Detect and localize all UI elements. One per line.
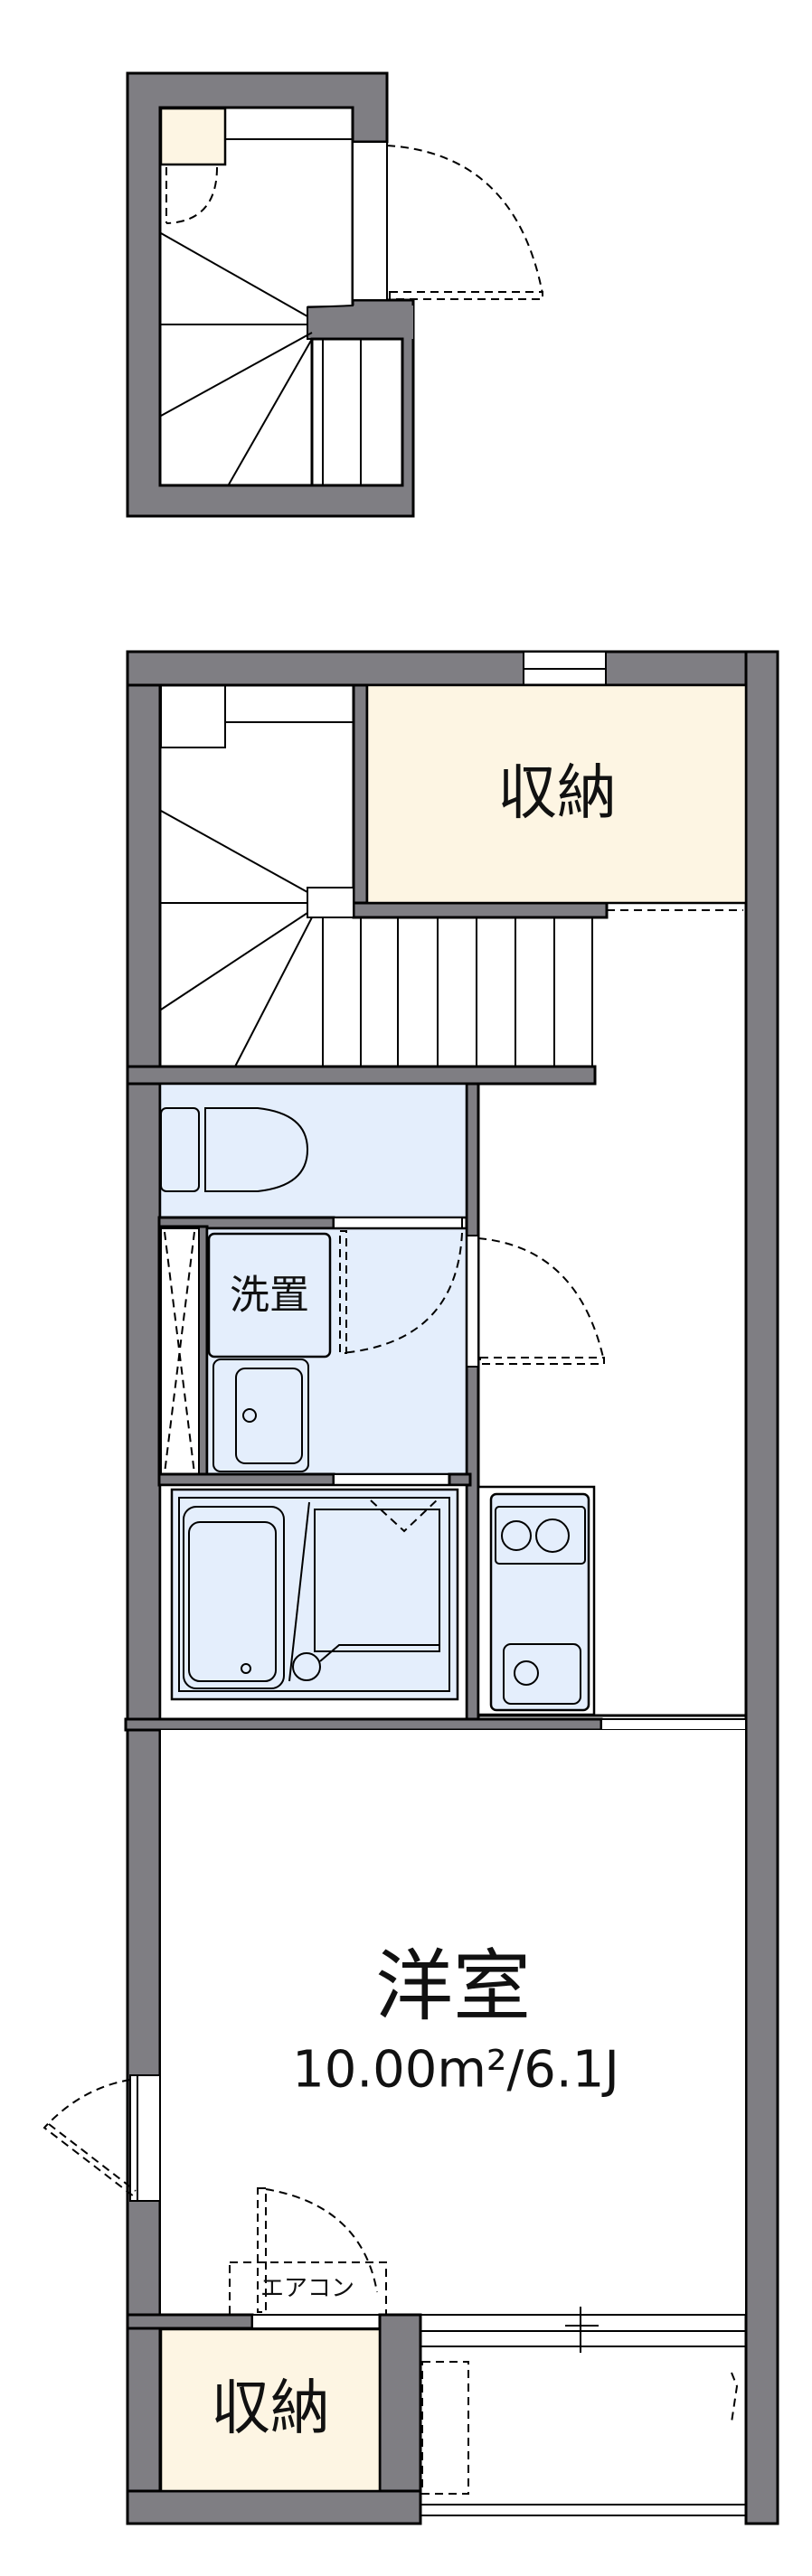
room-area-label: 10.00m²/6.1J xyxy=(292,2041,619,2100)
stairs-main xyxy=(160,684,593,1067)
storage-lower-label: 収納 xyxy=(211,2374,330,2443)
storage-upper-label: 収納 xyxy=(497,758,617,828)
toilet-bowl-icon xyxy=(204,1107,309,1192)
upper-block xyxy=(126,71,543,518)
air-conditioner-label: エアコン xyxy=(260,2275,354,2302)
closet-strip xyxy=(160,1227,200,1478)
stairs-upper xyxy=(160,232,362,485)
side-window xyxy=(129,2074,161,2202)
balcony xyxy=(420,2307,746,2516)
washbasin-icon xyxy=(212,1359,309,1472)
main-block: 収納 xyxy=(42,650,779,2525)
entrance-door-swing xyxy=(386,145,543,295)
washer-space xyxy=(207,1232,332,1359)
entrance-door-opening xyxy=(352,141,388,301)
bathtub-icon xyxy=(183,1506,285,1689)
kitchen-sink-icon xyxy=(503,1643,581,1705)
washer-space-label: 洗置 xyxy=(230,1273,309,1319)
small-door-swing xyxy=(165,166,218,224)
small-storage xyxy=(159,107,227,166)
storage-upper xyxy=(365,683,748,905)
stove-icon xyxy=(495,1506,586,1565)
storage-lower xyxy=(159,2327,382,2493)
western-room-label: 洋室 xyxy=(375,1941,531,2032)
toilet-room xyxy=(158,1082,468,1219)
toilet-tank-icon xyxy=(160,1107,200,1192)
closet-door-swing xyxy=(265,2188,378,2293)
faucet-icon xyxy=(292,1652,321,1681)
